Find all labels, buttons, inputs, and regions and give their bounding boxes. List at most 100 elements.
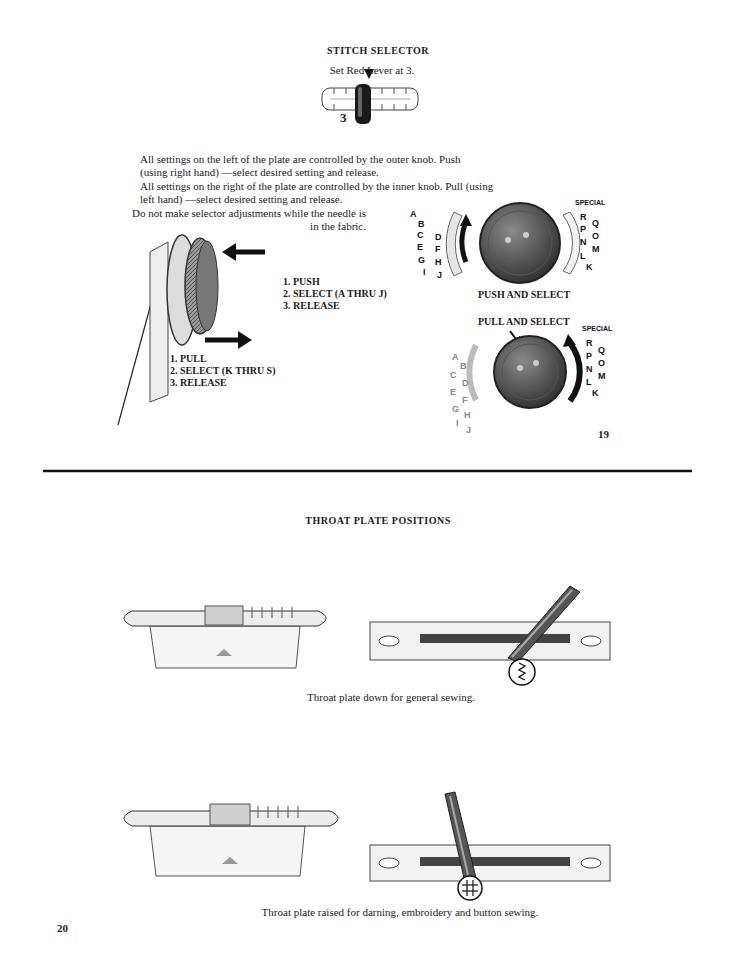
selector-knob-side: [205, 338, 240, 343]
section-rule: [43, 470, 692, 473]
throat-plate-side: [124, 606, 326, 668]
dial-letter: L: [580, 251, 586, 261]
selector-dial-push: [505, 237, 511, 243]
dial-letter: J: [437, 270, 442, 280]
dial-letter: G: [452, 404, 459, 414]
stitch-lever: [394, 104, 395, 110]
step-text: 3. RELEASE: [283, 300, 340, 313]
stitch-lever: [406, 104, 407, 110]
dial-letter: C: [450, 370, 457, 380]
throat-plate-side: [292, 607, 293, 618]
selector-dial-pull: [533, 360, 539, 366]
throat-plate-raised-side: [278, 806, 279, 818]
throat-plate-side: [252, 607, 292, 618]
throat-plate-raised-side: [222, 857, 238, 864]
selector-knob-side: [118, 300, 152, 425]
throat-plate-raised-top: [462, 884, 478, 885]
dial-letter: J: [466, 425, 471, 435]
dial-letter: R: [580, 212, 587, 222]
selector-dial-pull: [494, 336, 566, 408]
throat-plate-top: [519, 663, 525, 680]
dial-letter: D: [462, 378, 469, 388]
selector-dial-push: [460, 214, 472, 226]
throat-plate-side: [150, 626, 300, 668]
selector-knob-side: [118, 235, 265, 425]
throat-plate-top: [512, 590, 572, 657]
throat-plate-top: [508, 586, 580, 662]
dial-letter: O: [592, 231, 599, 241]
stitch-lever: [382, 88, 383, 94]
dial-letter: M: [598, 371, 606, 381]
selector-dial-push: [523, 232, 529, 238]
throat-plate-raised-top: [450, 796, 468, 875]
throat-plate-raised-side: [268, 806, 269, 818]
page-number: 19: [598, 428, 609, 441]
selector-dial-push: [446, 203, 580, 283]
throat-plate-side: [252, 607, 253, 618]
dial-letter: SPECIAL: [575, 199, 605, 207]
step-text: 3. RELEASE: [170, 377, 227, 390]
dial-letter: P: [586, 351, 592, 361]
throat-plate-raised-top: [458, 876, 482, 900]
lever-setting: 3: [340, 112, 347, 125]
throat-plate-top: [509, 659, 535, 685]
dial-letter: I: [456, 418, 459, 428]
dial-caption: PULL AND SELECT: [478, 316, 570, 329]
dial-letter: Q: [598, 345, 605, 355]
throat-plate-raised-top: [370, 845, 610, 881]
selector-knob-side: [196, 241, 218, 331]
dial-letter: H: [464, 410, 471, 420]
throat-plate-side: [262, 607, 263, 618]
stitch-lever: [346, 88, 347, 94]
step-text: 2. SELECT (K THRU S): [170, 365, 276, 378]
dial-letter: H: [435, 257, 442, 267]
dial-letter: N: [586, 364, 593, 374]
dial-letter: A: [410, 209, 417, 219]
dial-letter: C: [417, 230, 424, 240]
stitch-lever: [355, 84, 371, 124]
throat-plate-raised-top: [466, 880, 467, 896]
selector-dial-push: [563, 212, 580, 274]
stitch-lever: [322, 69, 418, 124]
selector-knob-side: [150, 242, 168, 402]
throat-plate-top: [581, 636, 601, 646]
selector-dial-pull: [469, 331, 579, 408]
selector-dial-pull: [502, 344, 558, 400]
selector-dial-pull: [563, 334, 576, 347]
stitch-lever: [406, 88, 407, 94]
stitch-lever: [394, 88, 395, 94]
selector-knob-side: [232, 250, 265, 255]
throat-plate-top: [379, 636, 399, 646]
selector-dial-push: [488, 211, 552, 275]
selector-dial-pull: [570, 343, 580, 401]
dial-letter: P: [580, 224, 586, 234]
dial-letter: E: [450, 387, 456, 397]
instruction-text: All settings on the right of the plate a…: [140, 180, 500, 205]
stitch-lever: [334, 88, 335, 94]
selector-dial-pull: [469, 345, 476, 400]
throat-plate-raised-top: [462, 880, 478, 896]
throat-plate-top: [370, 622, 610, 660]
section-heading: STITCH SELECTOR: [327, 45, 429, 58]
step-text: 2. SELECT (A THRU J): [283, 288, 387, 301]
throat-plate-top: [370, 586, 610, 685]
dial-letter: B: [418, 219, 425, 229]
dial-letter: E: [417, 242, 423, 252]
instruction-text: Do not make selector adjustments while t…: [126, 207, 366, 232]
dial-letter: Q: [592, 218, 599, 228]
instruction-text: Set Red Lever at 3.: [330, 64, 415, 77]
throat-plate-raised-top: [462, 890, 478, 891]
dial-letter: M: [592, 244, 600, 254]
throat-plate-raised-side: [288, 806, 289, 818]
throat-plate-raised-side: [258, 806, 298, 818]
throat-plate-raised-top: [472, 880, 473, 896]
throat-plate-raised-side: [298, 806, 299, 818]
throat-plate-raised-top: [370, 792, 610, 900]
throat-plate-top: [420, 634, 570, 643]
throat-plate-raised-side: [210, 804, 250, 825]
dial-letter: I: [423, 267, 426, 277]
throat-plate-side: [216, 649, 232, 656]
stitch-lever: [334, 104, 335, 110]
